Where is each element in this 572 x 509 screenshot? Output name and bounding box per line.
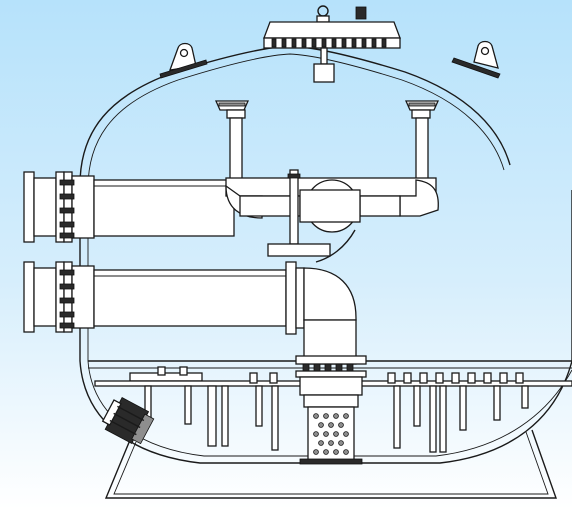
strainer-basket [299, 406, 363, 465]
central-collector [295, 355, 367, 408]
outlet-flange-bolts [59, 269, 75, 329]
strainer-holes [313, 413, 349, 455]
support-skirt [104, 429, 557, 499]
upper-lateral-left [214, 100, 250, 181]
lifting-lug-left [159, 42, 208, 79]
cover-bolts [271, 38, 387, 48]
top-manhole-cover [263, 5, 401, 83]
nozzle-studs [157, 366, 524, 384]
outlet-flange [23, 261, 95, 333]
lifting-lug-right [451, 40, 501, 79]
upper-lateral-right [404, 100, 440, 181]
drain-valve [101, 396, 155, 445]
collector-bolts [302, 363, 354, 372]
inlet-pipe [93, 177, 439, 237]
collector-legs [144, 385, 529, 453]
inlet-flange [23, 171, 95, 243]
central-manifold-valve [267, 169, 361, 263]
inlet-flange-bolts [59, 179, 75, 239]
outlet-pipe [93, 261, 357, 365]
